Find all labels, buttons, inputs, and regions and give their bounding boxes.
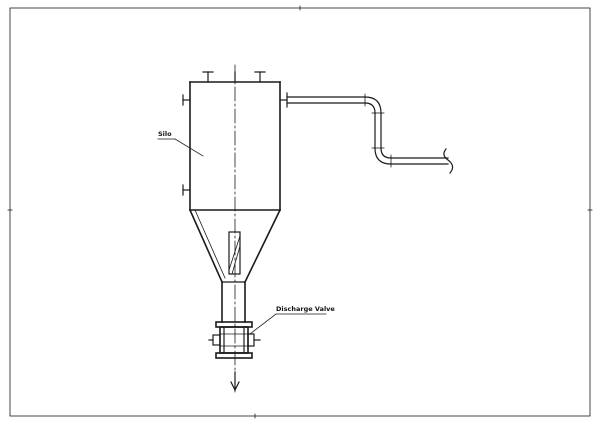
- outlet-flow-arrow-icon: [230, 371, 240, 392]
- roof-nozzle-right: [254, 71, 266, 83]
- side-nozzle-left-top: [182, 94, 191, 106]
- silo-callout: Silo: [157, 130, 204, 157]
- discharge-valve-label: Discharge Valve: [276, 305, 335, 313]
- pipe-break-symbol: [443, 148, 454, 174]
- roof-nozzle-left: [202, 71, 214, 83]
- outlet-pipe: [221, 281, 246, 323]
- discharge-valve-callout: Discharge Valve: [249, 305, 335, 335]
- side-nozzle-left-bottom: [182, 184, 191, 196]
- pipe-flange: [279, 92, 288, 108]
- sight-glass: [228, 231, 241, 275]
- silo-label: Silo: [158, 130, 172, 138]
- sheet-frame: [7, 5, 593, 419]
- discharge-valve: [208, 321, 261, 359]
- silo-vessel: [182, 64, 282, 393]
- conveying-pipe: [279, 92, 454, 174]
